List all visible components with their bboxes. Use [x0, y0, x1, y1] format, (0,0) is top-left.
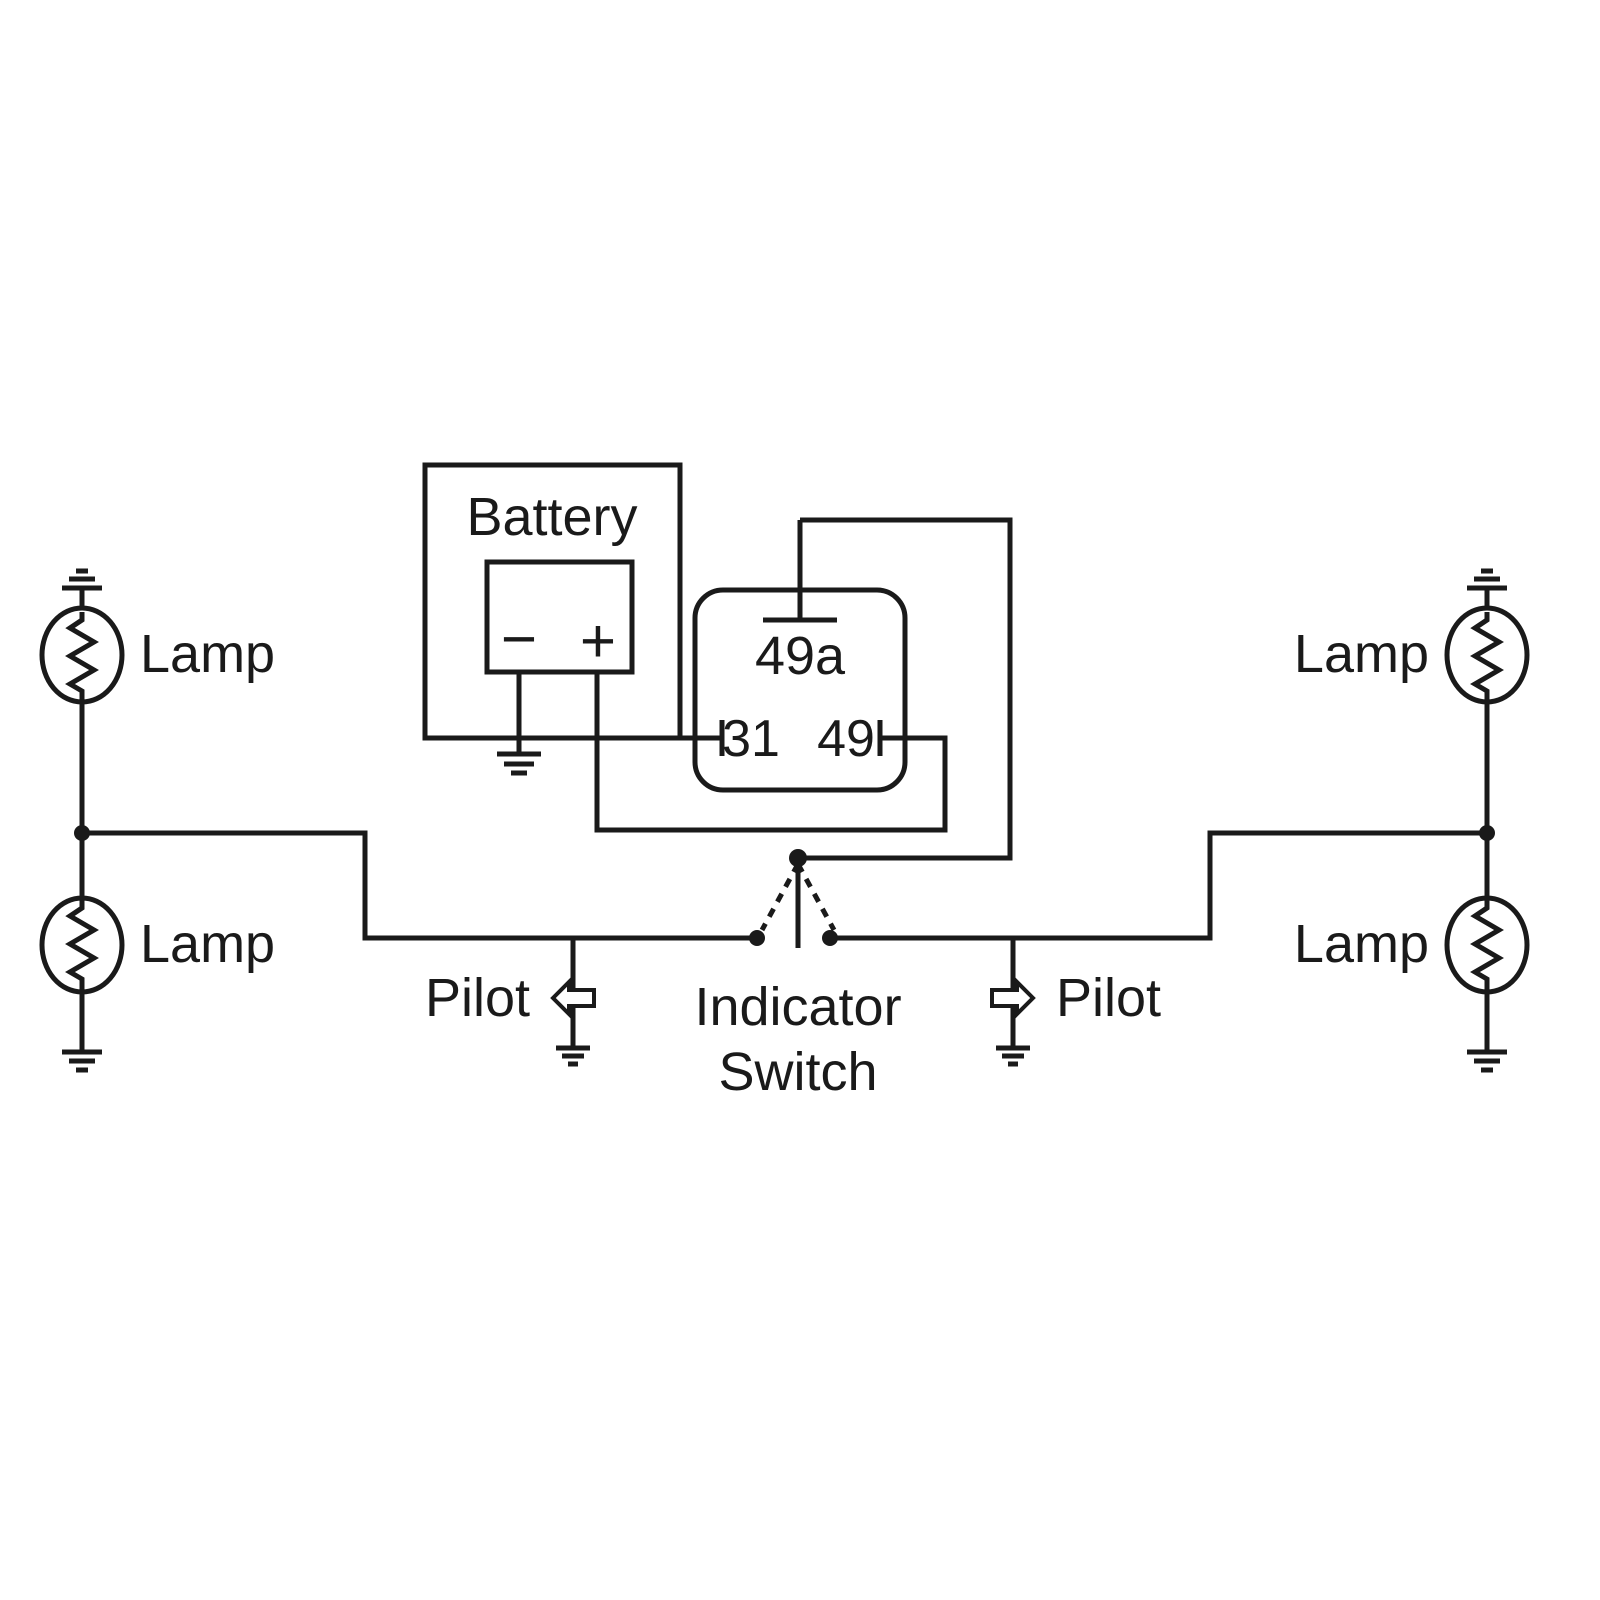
- relay-terminal-49a-label: 49a: [755, 626, 846, 686]
- lamp-group-top-right: Lamp: [1294, 568, 1530, 833]
- ground-icon: [1467, 1049, 1507, 1073]
- ground-bars: [497, 751, 541, 776]
- battery-enclosure-box: [422, 462, 683, 741]
- indicator-switch-group: Indicator Switch: [82, 830, 1487, 1102]
- ground-icon: [62, 1049, 102, 1073]
- ground-icon: [556, 1045, 590, 1067]
- ground-bars: [1467, 568, 1507, 608]
- ground-bars: [62, 568, 102, 608]
- wire-battery-positive: [594, 672, 948, 833]
- pilot-arrow-left-icon: [550, 977, 596, 1019]
- lamp-label-bottom-right: Lamp: [1294, 914, 1429, 974]
- pilot-arrow-right-icon: [990, 977, 1036, 1019]
- relay-terminal-49-label: 49: [817, 710, 875, 768]
- indicator-switch-label-line1: Indicator: [694, 977, 901, 1037]
- pilot-group-left: Pilot: [425, 938, 596, 1067]
- wire-switch-to-left-lamps: [82, 830, 757, 941]
- filament-icon: [65, 900, 99, 990]
- ground-icon: [62, 568, 102, 608]
- battery-symbol: [484, 559, 635, 675]
- switch-throw-left-dashed: [759, 862, 801, 932]
- lamp-group-bottom-right: Lamp: [1294, 833, 1530, 1073]
- ground-bars: [1467, 1049, 1507, 1073]
- ground-icon: [996, 1045, 1030, 1067]
- filament-icon: [1470, 900, 1504, 990]
- lamp-group-bottom-left: Lamp: [39, 833, 275, 1073]
- switch-common-dot: [789, 849, 807, 867]
- ground-bars: [556, 1045, 590, 1067]
- lamp-label-top-left: Lamp: [140, 624, 275, 684]
- ground-bars: [996, 1045, 1030, 1067]
- battery-group: Battery − +: [422, 462, 948, 833]
- pilot-label-right: Pilot: [1056, 968, 1161, 1028]
- lamp-label-top-right: Lamp: [1294, 624, 1429, 684]
- wire-switch-to-right-lamps: [830, 830, 1487, 941]
- pilot-label-left: Pilot: [425, 968, 530, 1028]
- relay-terminal-31-label: 31: [722, 710, 780, 768]
- battery-plus-sign: +: [580, 607, 616, 676]
- battery-minus-sign: −: [501, 605, 537, 674]
- ground-bars: [62, 1049, 102, 1073]
- relay-group: 49a 31 49: [680, 517, 1013, 861]
- filament-icon: [65, 612, 99, 700]
- wire-terminal-49a-to-switch: [798, 517, 1013, 861]
- terminal-49a-bar: [763, 520, 837, 623]
- lamp-label-bottom-left: Lamp: [140, 914, 275, 974]
- ground-icon: [1467, 568, 1507, 608]
- ground-icon: [497, 751, 541, 776]
- pilot-group-right: Pilot: [990, 938, 1161, 1067]
- filament-icon: [1470, 612, 1504, 700]
- lamp-group-top-left: Lamp: [39, 568, 275, 833]
- switch-throw-right-dashed: [795, 862, 837, 932]
- battery-label: Battery: [466, 487, 637, 547]
- indicator-switch-label-line2: Switch: [718, 1042, 877, 1102]
